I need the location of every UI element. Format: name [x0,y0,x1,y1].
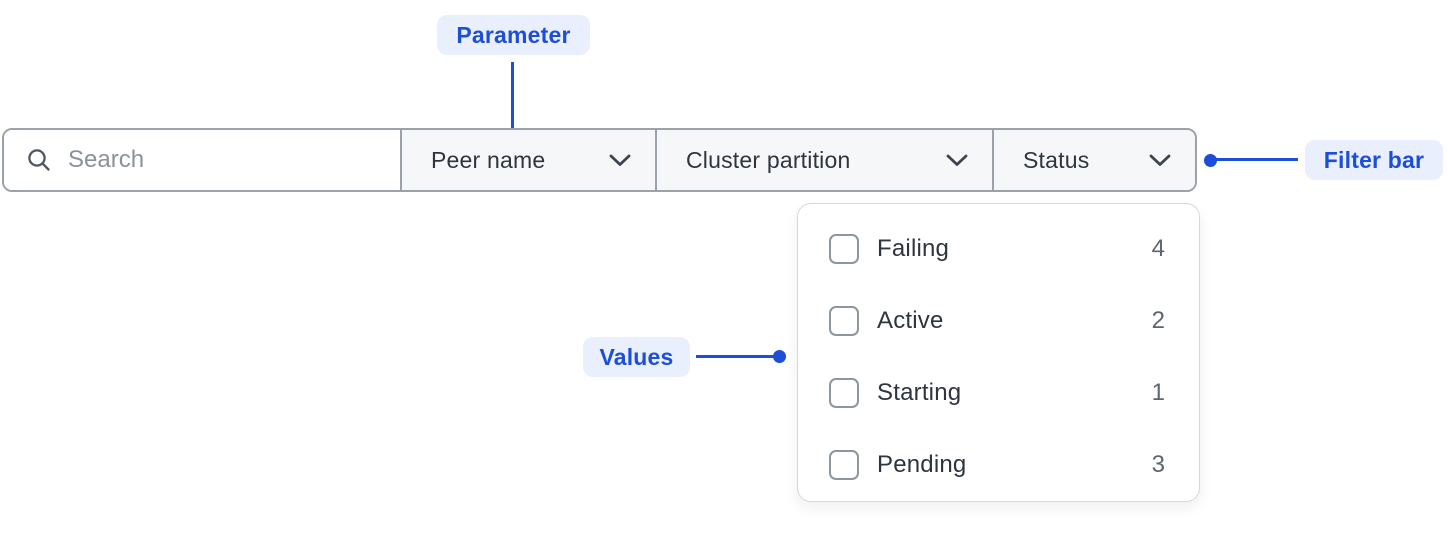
checkbox-failing[interactable] [829,234,859,264]
dropdown-option-label: Pending [877,451,967,478]
checkbox-pending[interactable] [829,450,859,480]
annotation-parameter-text: Parameter [456,21,571,48]
dropdown-option-count: 2 [1151,307,1165,334]
dropdown-option-failing[interactable]: Failing 4 [798,213,1199,285]
annotation-filter-bar-connector-line [1214,158,1298,161]
annotation-values-text: Values [599,343,674,370]
search-icon [28,149,50,171]
status-dropdown-panel: Failing 4 Active 2 Starting 1 Pending 3 [797,203,1200,502]
dropdown-option-label: Starting [877,379,962,406]
dropdown-option-active[interactable]: Active 2 [798,285,1199,357]
dropdown-option-label: Failing [877,235,950,262]
filter-dropdown-peer-name-label: Peer name [431,146,546,173]
annotation-values-connector-line [696,355,776,358]
dropdown-option-pending[interactable]: Pending 3 [798,429,1199,501]
filter-dropdown-status[interactable]: Status [992,130,1195,190]
filter-bar: Peer name Cluster partition Status [2,128,1197,192]
checkbox-active[interactable] [829,306,859,336]
filter-dropdown-cluster-partition-label: Cluster partition [686,146,851,173]
chevron-down-icon [609,154,631,166]
filter-dropdown-status-label: Status [1023,146,1090,173]
annotation-values-label: Values [583,337,690,377]
dropdown-option-count: 1 [1151,379,1165,406]
annotation-values-connector-dot [773,350,786,363]
dropdown-option-starting[interactable]: Starting 1 [798,357,1199,429]
annotation-filter-bar-text: Filter bar [1323,146,1425,173]
search-input[interactable] [68,146,368,174]
search-section[interactable] [4,130,400,190]
filter-dropdown-peer-name[interactable]: Peer name [400,130,655,190]
annotation-filter-bar-connector-dot [1204,154,1217,167]
annotation-parameter-label: Parameter [437,15,590,55]
chevron-down-icon [946,154,968,166]
dropdown-option-label: Active [877,307,944,334]
dropdown-option-count: 3 [1151,451,1165,478]
chevron-down-icon [1149,154,1171,166]
filter-dropdown-cluster-partition[interactable]: Cluster partition [655,130,992,190]
dropdown-option-count: 4 [1151,235,1165,262]
checkbox-starting[interactable] [829,378,859,408]
annotation-filter-bar-label: Filter bar [1305,140,1443,180]
annotation-parameter-connector-line [511,62,514,139]
